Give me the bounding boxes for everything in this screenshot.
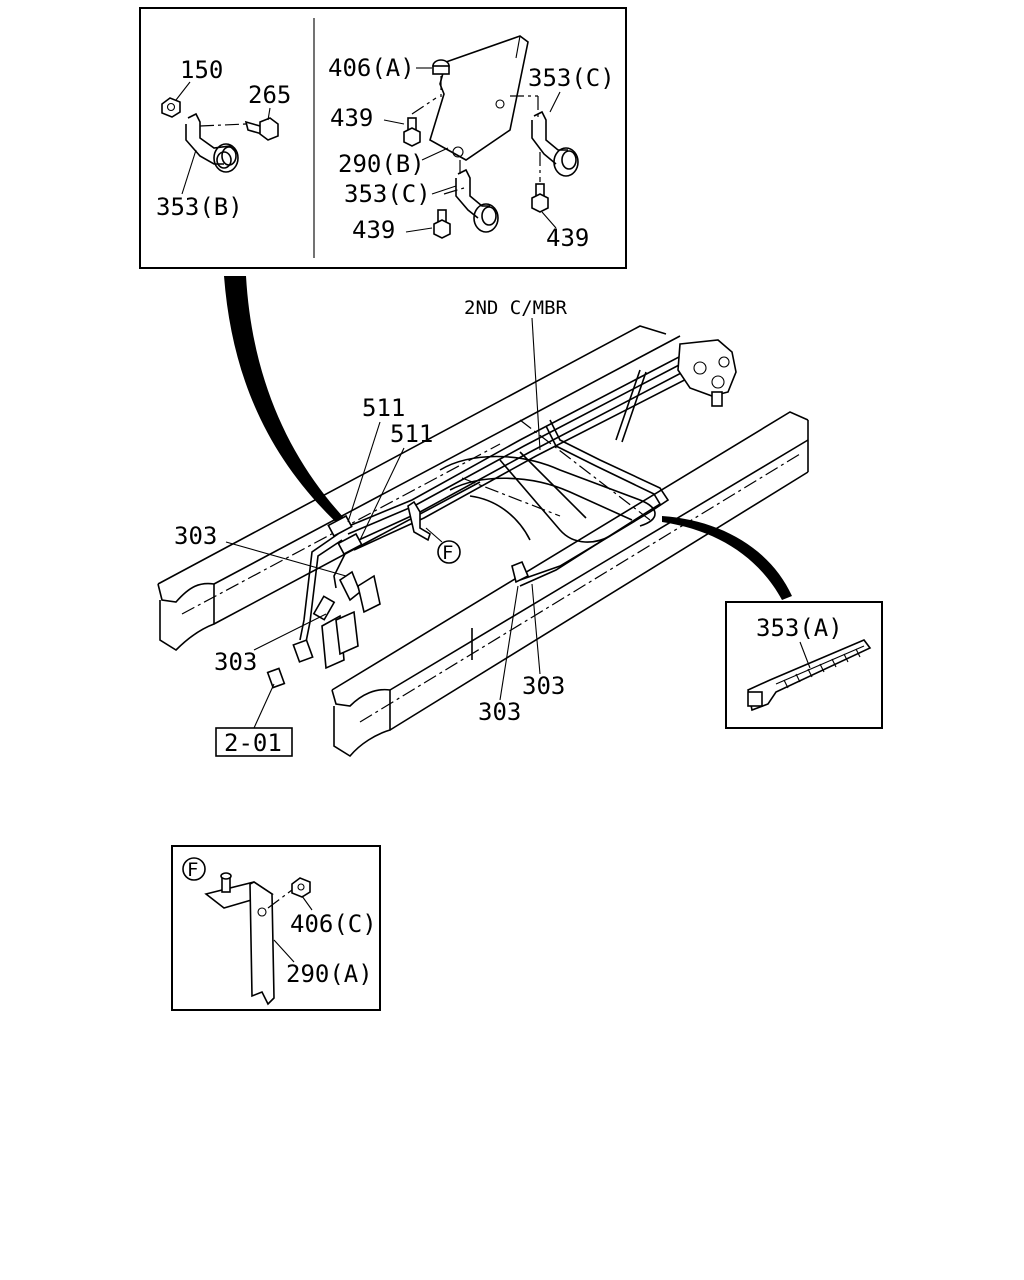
main-assembly: 2ND C/MBR 511 511 F 303 303 303 303 2-01 [157, 297, 809, 758]
junction-block [677, 339, 737, 407]
bolt-265-icon [244, 117, 279, 141]
label-265: 265 [248, 81, 291, 109]
svg-text:2-01: 2-01 [224, 729, 282, 757]
label-406a: 406(A) [328, 54, 415, 82]
pipe-connectors [266, 514, 381, 689]
label-303c: 303 [522, 672, 565, 700]
nut-406c-icon [291, 877, 311, 898]
clip-353c-lower-icon [455, 168, 499, 233]
label-290a: 290(A) [286, 960, 373, 988]
bracket-290a-main-icon [407, 500, 431, 542]
inset-tie-frame [725, 601, 883, 729]
label-439a: 439 [330, 104, 373, 132]
clip-353c-right-icon [531, 110, 579, 177]
label-511a: 511 [362, 394, 405, 422]
inset-top: 150 265 353(B) 406(A) 439 290(B) [139, 7, 627, 269]
label-353b: 353(B) [156, 193, 243, 221]
reference-box-2-01[interactable]: 2-01 [215, 683, 293, 757]
pointer-tie-inset [662, 516, 792, 600]
bracket-290a-icon [204, 881, 275, 1006]
label-303b: 303 [214, 648, 257, 676]
clip-303-right-icon [511, 560, 530, 584]
inset-cable-tie: 353(A) [725, 601, 883, 729]
bracket-290b-icon [429, 35, 529, 161]
stud-icon [220, 872, 232, 893]
bolt-439b-icon [433, 209, 451, 239]
label-2nd-cmbr: 2ND C/MBR [464, 297, 568, 319]
label-353c-lower: 353(C) [344, 180, 431, 208]
label-511b: 511 [390, 420, 433, 448]
cable-tie-353a-icon [747, 639, 872, 712]
label-353a: 353(A) [756, 614, 843, 642]
bolt-439c-icon [531, 183, 549, 213]
label-150: 150 [180, 56, 223, 84]
bolt-439a-icon [403, 117, 421, 147]
cross-member [439, 419, 656, 543]
inset-detail-f: F 406(C) 290(A) [171, 845, 381, 1011]
inset-f-frame [171, 845, 381, 1011]
pointer-top-inset [224, 276, 346, 526]
inset-top-frame [139, 7, 627, 269]
label-406c: 406(C) [290, 910, 377, 938]
marker-f-inset: F [182, 857, 206, 881]
svg-text:F: F [442, 542, 453, 564]
frame-rail-upper [157, 325, 681, 652]
label-303a: 303 [174, 522, 217, 550]
marker-f-main: F [425, 527, 461, 564]
svg-text:F: F [187, 859, 198, 881]
label-439c: 439 [546, 224, 589, 252]
label-439b: 439 [352, 216, 395, 244]
label-353c-right: 353(C) [528, 64, 615, 92]
label-303d: 303 [478, 698, 521, 726]
nut-406a-icon [432, 59, 450, 75]
nut-150-icon [161, 97, 181, 118]
clip-353b-icon [185, 112, 239, 173]
frame-rail-lower [331, 411, 809, 758]
label-290b: 290(B) [338, 150, 425, 178]
